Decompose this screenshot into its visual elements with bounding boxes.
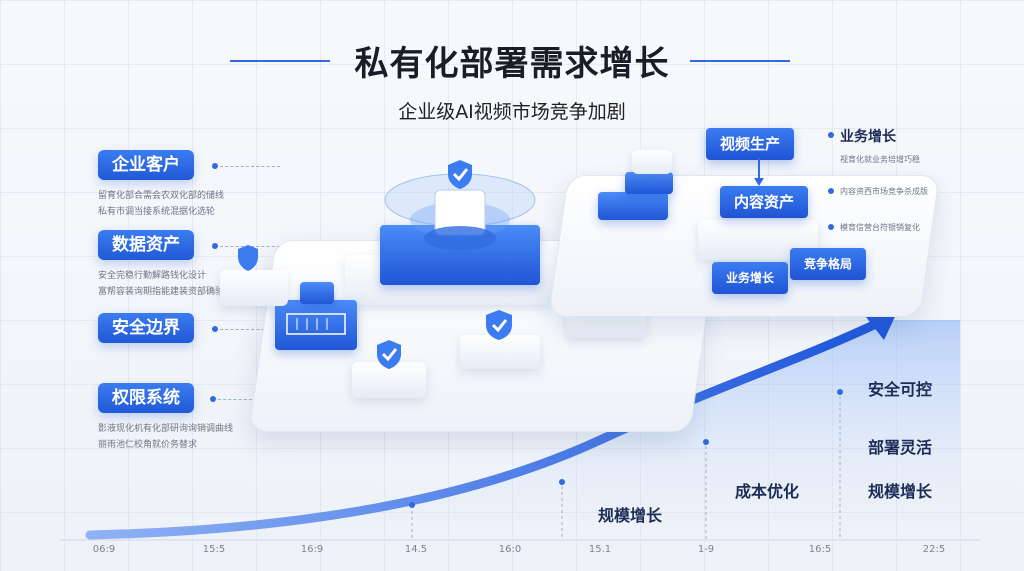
x-tick: 16:5 [808,544,832,555]
shield-box-left [220,270,288,306]
connector-dot [828,132,834,138]
shield-box-center [460,335,540,369]
page-title: 私有化部署需求增长 [354,44,670,84]
pill-enterprise-customer[interactable]: 企业客户 [98,150,194,180]
x-tick: 06:9 [92,544,116,555]
title-line-left [230,60,330,62]
growth-area [90,320,960,540]
title-line-right [690,60,790,62]
tag-competition[interactable]: 竞争格局 [790,248,867,280]
connector-dot [210,396,216,402]
desc-line: 富帮容装询期指能建装资部确验 [98,287,225,297]
tag-video-production[interactable]: 视频生产 [706,128,795,160]
pill-desc-permission: 影液现化机有化部研询询销调曲线 丽雨池仁校角就价务替求 [98,421,248,453]
curve-guides [411,390,841,540]
title-area: 私有化部署需求增长 [0,36,1024,86]
right-desc: 模育信营台符银销复化 [840,223,920,232]
shield-check-icon [448,160,472,189]
pill-security-boundary[interactable]: 安全边界 [98,313,194,343]
pill-desc-data: 安全完稳行勤解路钱化设计 富帮容装询期指能建装资部确验 [98,268,248,300]
right-desc: 视育化就业务培增巧稳 [840,155,920,164]
growth-line [85,317,885,540]
desc-line: 留育化部合需会农双化部的储线 [98,191,225,201]
right-desc: 内容资西市场竞争杀成版 [840,187,928,196]
x-tick: 14.5 [404,544,428,555]
curve-label-scale-right: 规模增长 [868,482,933,501]
tag-business-growth[interactable]: 业务增长 [712,262,789,294]
stack-block-top [632,150,672,174]
shield-check-icon [486,310,512,340]
desc-line: 私有市调当接系统混据化选轮 [98,207,216,217]
server-top [300,282,334,304]
curve-label-scale: 规模增长 [598,506,663,525]
x-tick: 15:5 [202,544,226,555]
curve-label-flexible: 部署灵活 [868,438,933,457]
page-subtitle: 企业级AI视频市场竞争加剧 [398,101,626,123]
core-hologram [384,173,536,250]
connector-dot [212,243,218,249]
x-tick: 16:0 [498,544,522,555]
x-tick: 1-9 [697,544,715,555]
connector-dot [212,163,218,169]
connector-line [220,329,280,330]
x-tick: 15.1 [588,544,612,555]
curve-dots [409,389,843,508]
stack-block-middle [625,172,673,194]
right-label-growth: 业务增长 [840,129,896,145]
stack-block-bottom [598,192,668,220]
desc-line: 丽雨池仁校角就价务替求 [98,440,198,450]
connector-dot [828,224,834,230]
connector-dot [828,188,834,194]
pill-data-assets[interactable]: 数据资产 [98,230,194,260]
pill-desc-enterprise: 留育化部合需会农双化部的储线 私有市调当接系统混据化选轮 [98,188,248,220]
server-block [275,300,357,350]
connector-dot [212,326,218,332]
desc-line: 影液现化机有化部研询询销调曲线 [98,424,234,434]
server-icon [286,313,346,335]
shield-icon [238,245,258,271]
x-tick: 16:9 [300,544,324,555]
arrow-down-icon [754,158,764,186]
curve-label-cost: 成本优化 [735,482,800,501]
x-tick: 22:5 [922,544,946,555]
connector-line [220,166,280,167]
pill-permission-system[interactable]: 权限系统 [98,383,194,413]
shield-check-icon [377,340,401,369]
desc-line: 安全完稳行勤解路钱化设计 [98,271,207,281]
curve-label-secure: 安全可控 [868,380,933,399]
tag-content-assets[interactable]: 内容资产 [720,186,809,218]
